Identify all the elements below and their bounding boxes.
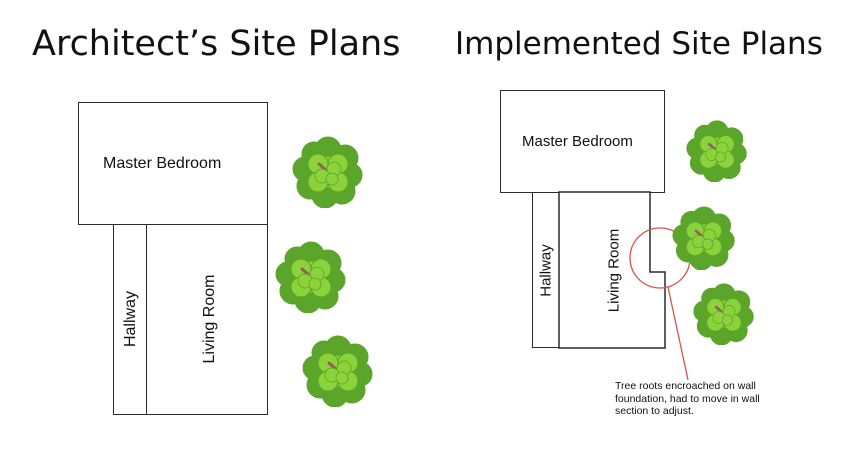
left-hallway xyxy=(113,224,147,415)
tree-icon xyxy=(672,206,735,270)
tree-icon xyxy=(292,136,363,208)
callout-annotation: Tree roots encroached on wall foundation… xyxy=(615,380,760,417)
tree-icon xyxy=(686,120,747,182)
tree-icon xyxy=(302,335,373,407)
left-plan-title: Architect’s Site Plans xyxy=(32,24,401,64)
right-master-bedroom-label: Master Bedroom xyxy=(522,133,633,150)
callout-leader-line xyxy=(667,286,689,381)
tree-icon xyxy=(693,283,754,345)
left-living-room xyxy=(146,224,268,415)
left-master-bedroom-label: Master Bedroom xyxy=(103,155,222,172)
left-master-bedroom xyxy=(78,102,268,225)
right-plan-title: Implemented Site Plans xyxy=(455,26,823,62)
tree-icon xyxy=(275,241,346,313)
